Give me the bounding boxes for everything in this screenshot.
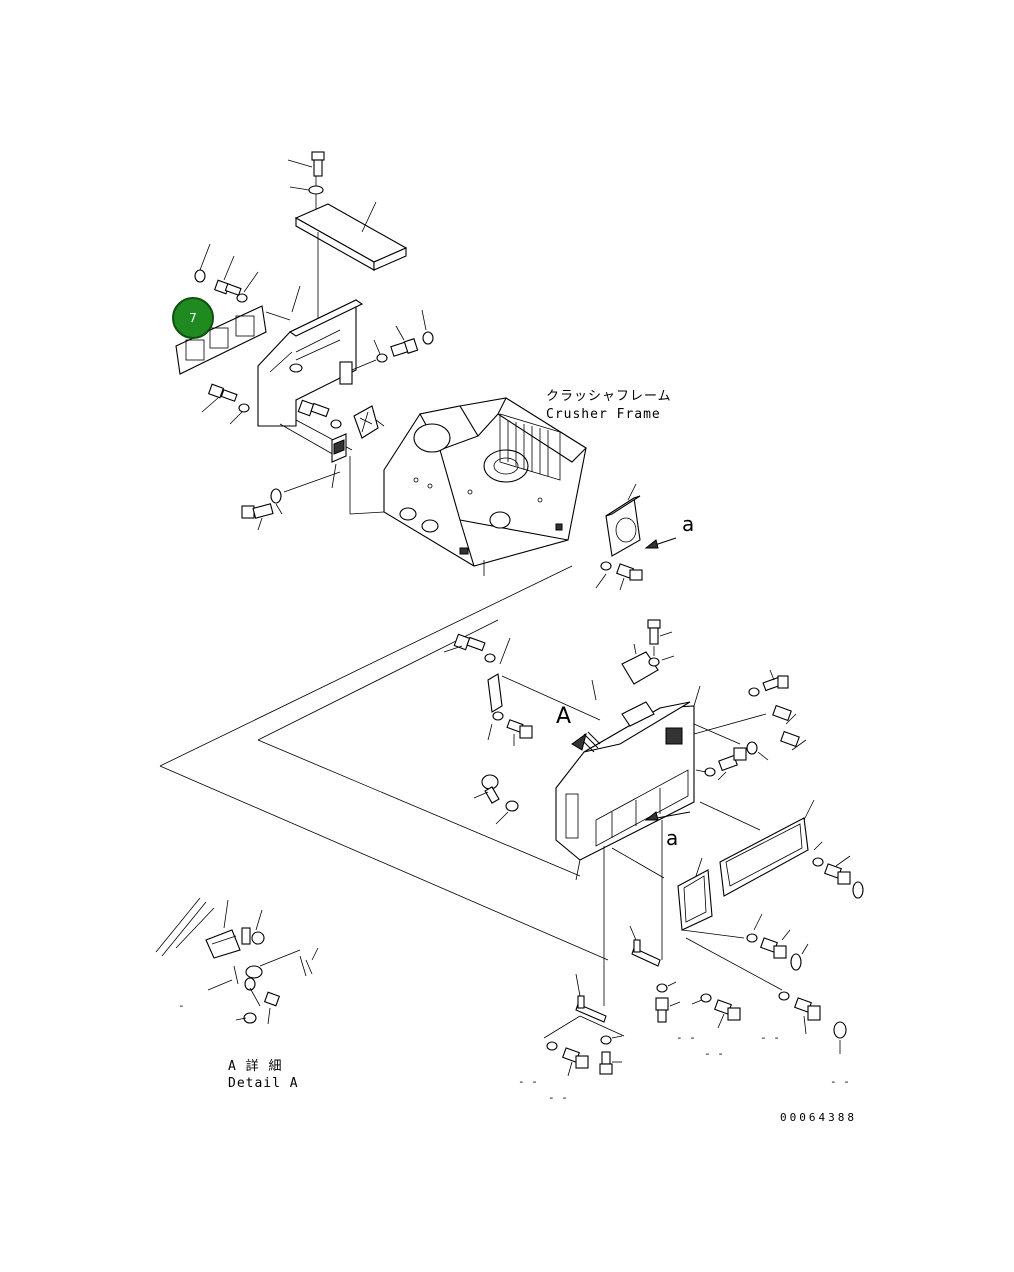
dash-label: - - bbox=[704, 1047, 724, 1060]
top-washer[interactable] bbox=[289, 185, 324, 195]
guard-bolt-upper[interactable] bbox=[194, 243, 259, 303]
bottom-bracket-right[interactable] bbox=[629, 820, 663, 967]
bearing-cover[interactable] bbox=[605, 483, 641, 557]
large-side-cover[interactable] bbox=[699, 799, 815, 897]
medium-cover-bolt[interactable] bbox=[746, 913, 809, 971]
view-arrow-upper bbox=[644, 537, 677, 549]
top-bolt[interactable] bbox=[287, 151, 325, 177]
detail-a-label-en: Detail A bbox=[228, 1076, 299, 1091]
lower-frame-body[interactable] bbox=[555, 685, 701, 881]
seal-plate[interactable] bbox=[175, 305, 291, 375]
bottom-right-bolt[interactable] bbox=[685, 937, 847, 1054]
guard-bolt-lower[interactable] bbox=[201, 383, 250, 425]
bottom-horizontal-bolt[interactable] bbox=[691, 993, 741, 1029]
dash-label: - bbox=[178, 999, 185, 1012]
center-bolt[interactable] bbox=[297, 399, 342, 429]
crusher-frame[interactable] bbox=[383, 397, 587, 567]
large-cover-bolt[interactable] bbox=[812, 841, 864, 899]
view-marker-lower: a bbox=[666, 826, 679, 850]
crusher-frame-label-en: Crusher Frame bbox=[546, 407, 661, 422]
lower-left-bolt[interactable] bbox=[241, 471, 341, 531]
drawing-number: 00064388 bbox=[780, 1111, 857, 1124]
detail-a-drawing bbox=[155, 897, 319, 1025]
view-arrow-lower bbox=[644, 811, 691, 821]
left-lower-bolt[interactable] bbox=[473, 774, 519, 825]
bracket-clip[interactable] bbox=[331, 433, 347, 489]
dash-label: - - bbox=[518, 1075, 538, 1088]
dash-label: - - bbox=[548, 1091, 568, 1104]
small-top-cover[interactable] bbox=[591, 619, 675, 701]
hinge-bracket-left[interactable] bbox=[443, 633, 601, 746]
right-guard-bolt[interactable] bbox=[351, 309, 434, 371]
right-bolt-set[interactable] bbox=[693, 669, 807, 751]
detail-marker-a: A bbox=[556, 704, 572, 729]
dash-label: - - bbox=[760, 1031, 780, 1044]
bottom-bracket-left[interactable] bbox=[543, 846, 625, 1039]
dash-label: - - bbox=[830, 1075, 850, 1088]
part-callout-badge[interactable]: 7 bbox=[172, 297, 214, 339]
medium-side-cover[interactable] bbox=[611, 847, 713, 931]
view-marker-upper: a bbox=[682, 512, 695, 536]
crusher-frame-label-jp: クラッシャフレーム bbox=[546, 389, 672, 404]
detail-a-pointer bbox=[571, 731, 601, 753]
small-bracket[interactable] bbox=[353, 405, 385, 439]
cover-bolt[interactable] bbox=[595, 561, 643, 591]
detail-a-label-jp: A 詳 細 bbox=[228, 1059, 283, 1074]
side-guard-panel[interactable] bbox=[257, 285, 364, 427]
dash-label: - - bbox=[676, 1031, 696, 1044]
bottom-vertical-bolt[interactable] bbox=[655, 981, 681, 1023]
top-cover-plate[interactable] bbox=[294, 201, 408, 271]
bottom-left-bolt[interactable] bbox=[546, 1035, 623, 1077]
side-bolt[interactable] bbox=[695, 741, 769, 781]
